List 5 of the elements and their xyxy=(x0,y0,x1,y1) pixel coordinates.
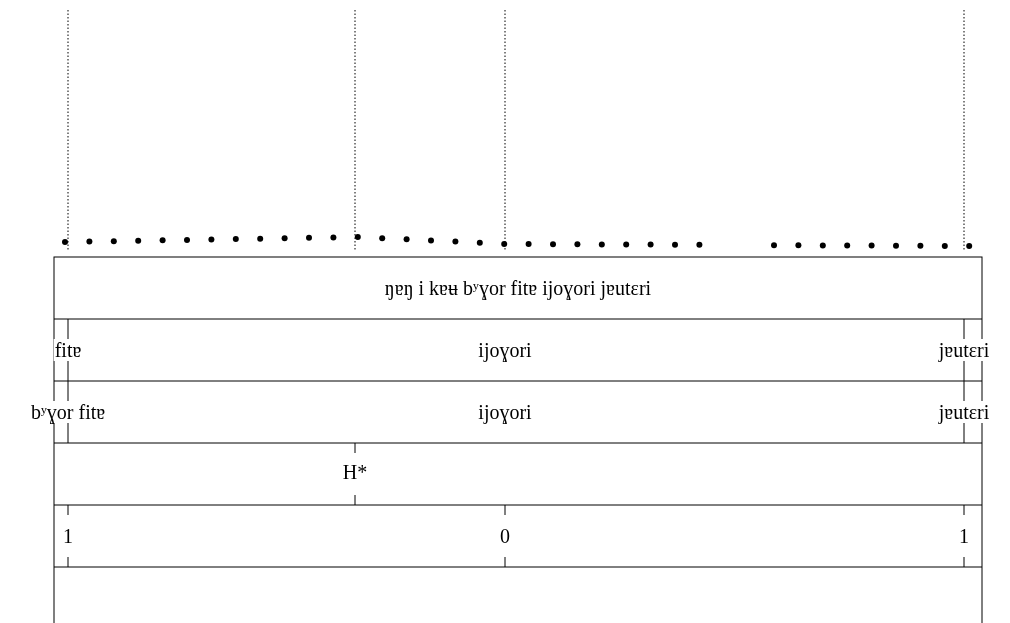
interval-label: bʸɣor fitɐ xyxy=(29,401,107,423)
interval-label: jɐutɛri xyxy=(937,339,991,361)
interval-label: jɐutɛri xyxy=(937,401,991,423)
transcription-text: ŋɐŋ i kɐʉ bʸɣor fitɐ ijoɣori jɐutɛri xyxy=(383,277,653,299)
interval-label: fitɐ xyxy=(53,339,83,361)
